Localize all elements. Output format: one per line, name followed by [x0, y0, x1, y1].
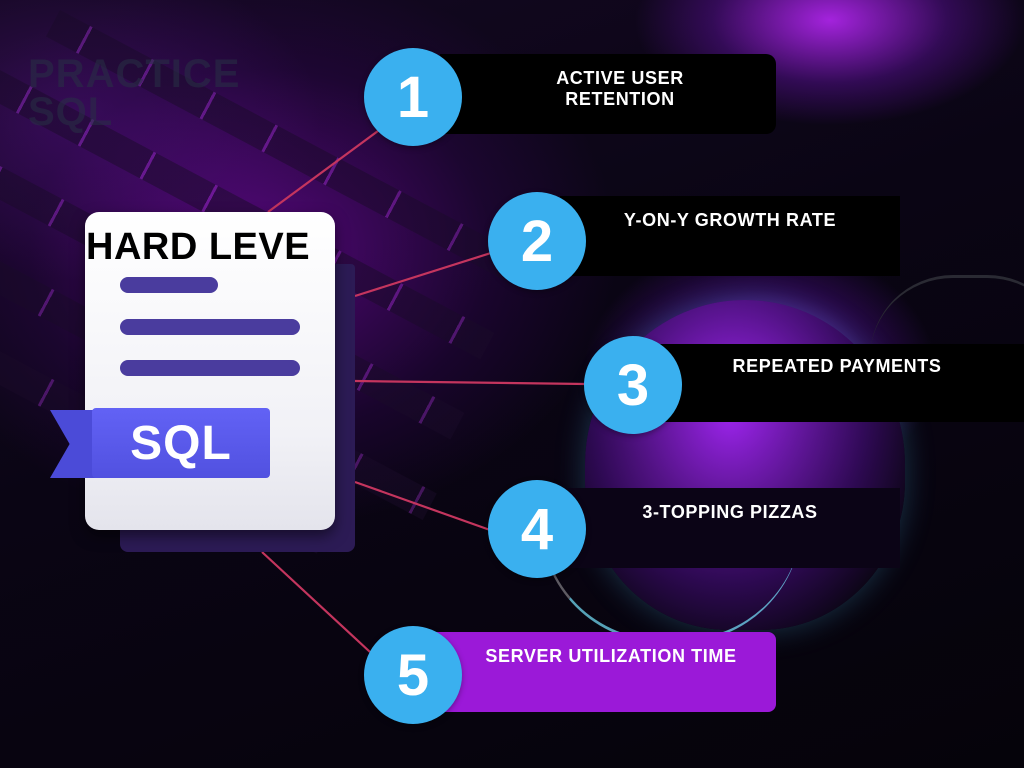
watermark-text: PRACTICE SQL — [28, 52, 241, 134]
item-5-box: SERVER UTILIZATION TIME — [436, 632, 776, 712]
item-1-box: ACTIVE USER RETENTION — [440, 54, 776, 134]
item-2-number-badge: 2 — [488, 192, 586, 290]
item-4-number: 4 — [520, 496, 554, 562]
item-5-label: SERVER UTILIZATION TIME — [485, 646, 737, 666]
item-1-label: ACTIVE USER RETENTION — [556, 68, 684, 109]
item-2-number: 2 — [520, 208, 554, 274]
item-3-box: REPEATED PAYMENTS — [650, 344, 1024, 422]
item-4-label: 3-TOPPING PIZZAS — [642, 502, 818, 522]
item-1-number-badge: 1 — [364, 48, 462, 146]
mouse-cable — [870, 275, 1024, 358]
item-5-number: 5 — [396, 642, 430, 708]
connector-line-4 — [354, 480, 491, 532]
connector-line-3 — [354, 379, 587, 386]
sql-ribbon-text: SQL — [130, 416, 232, 470]
document-line — [120, 360, 300, 376]
connector-line-5 — [261, 551, 371, 653]
connector-line-1 — [267, 127, 383, 213]
sql-ribbon: SQL — [92, 408, 270, 478]
item-1-number: 1 — [396, 64, 430, 130]
document-title: HARD LEVE — [86, 226, 311, 268]
item-2-box: Y-ON-Y GROWTH RATE — [560, 196, 900, 276]
document-line — [120, 277, 218, 293]
document-line — [120, 319, 300, 335]
item-3-number: 3 — [616, 352, 650, 418]
item-4-number-badge: 4 — [488, 480, 586, 578]
item-3-number-badge: 3 — [584, 336, 682, 434]
connector-line-2 — [354, 250, 495, 298]
item-5-number-badge: 5 — [364, 626, 462, 724]
practice-sql-watermark: PRACTICE SQL — [28, 52, 241, 134]
item-3-label: REPEATED PAYMENTS — [732, 356, 942, 376]
item-4-box: 3-TOPPING PIZZAS — [560, 488, 900, 568]
item-2-label: Y-ON-Y GROWTH RATE — [623, 210, 837, 230]
